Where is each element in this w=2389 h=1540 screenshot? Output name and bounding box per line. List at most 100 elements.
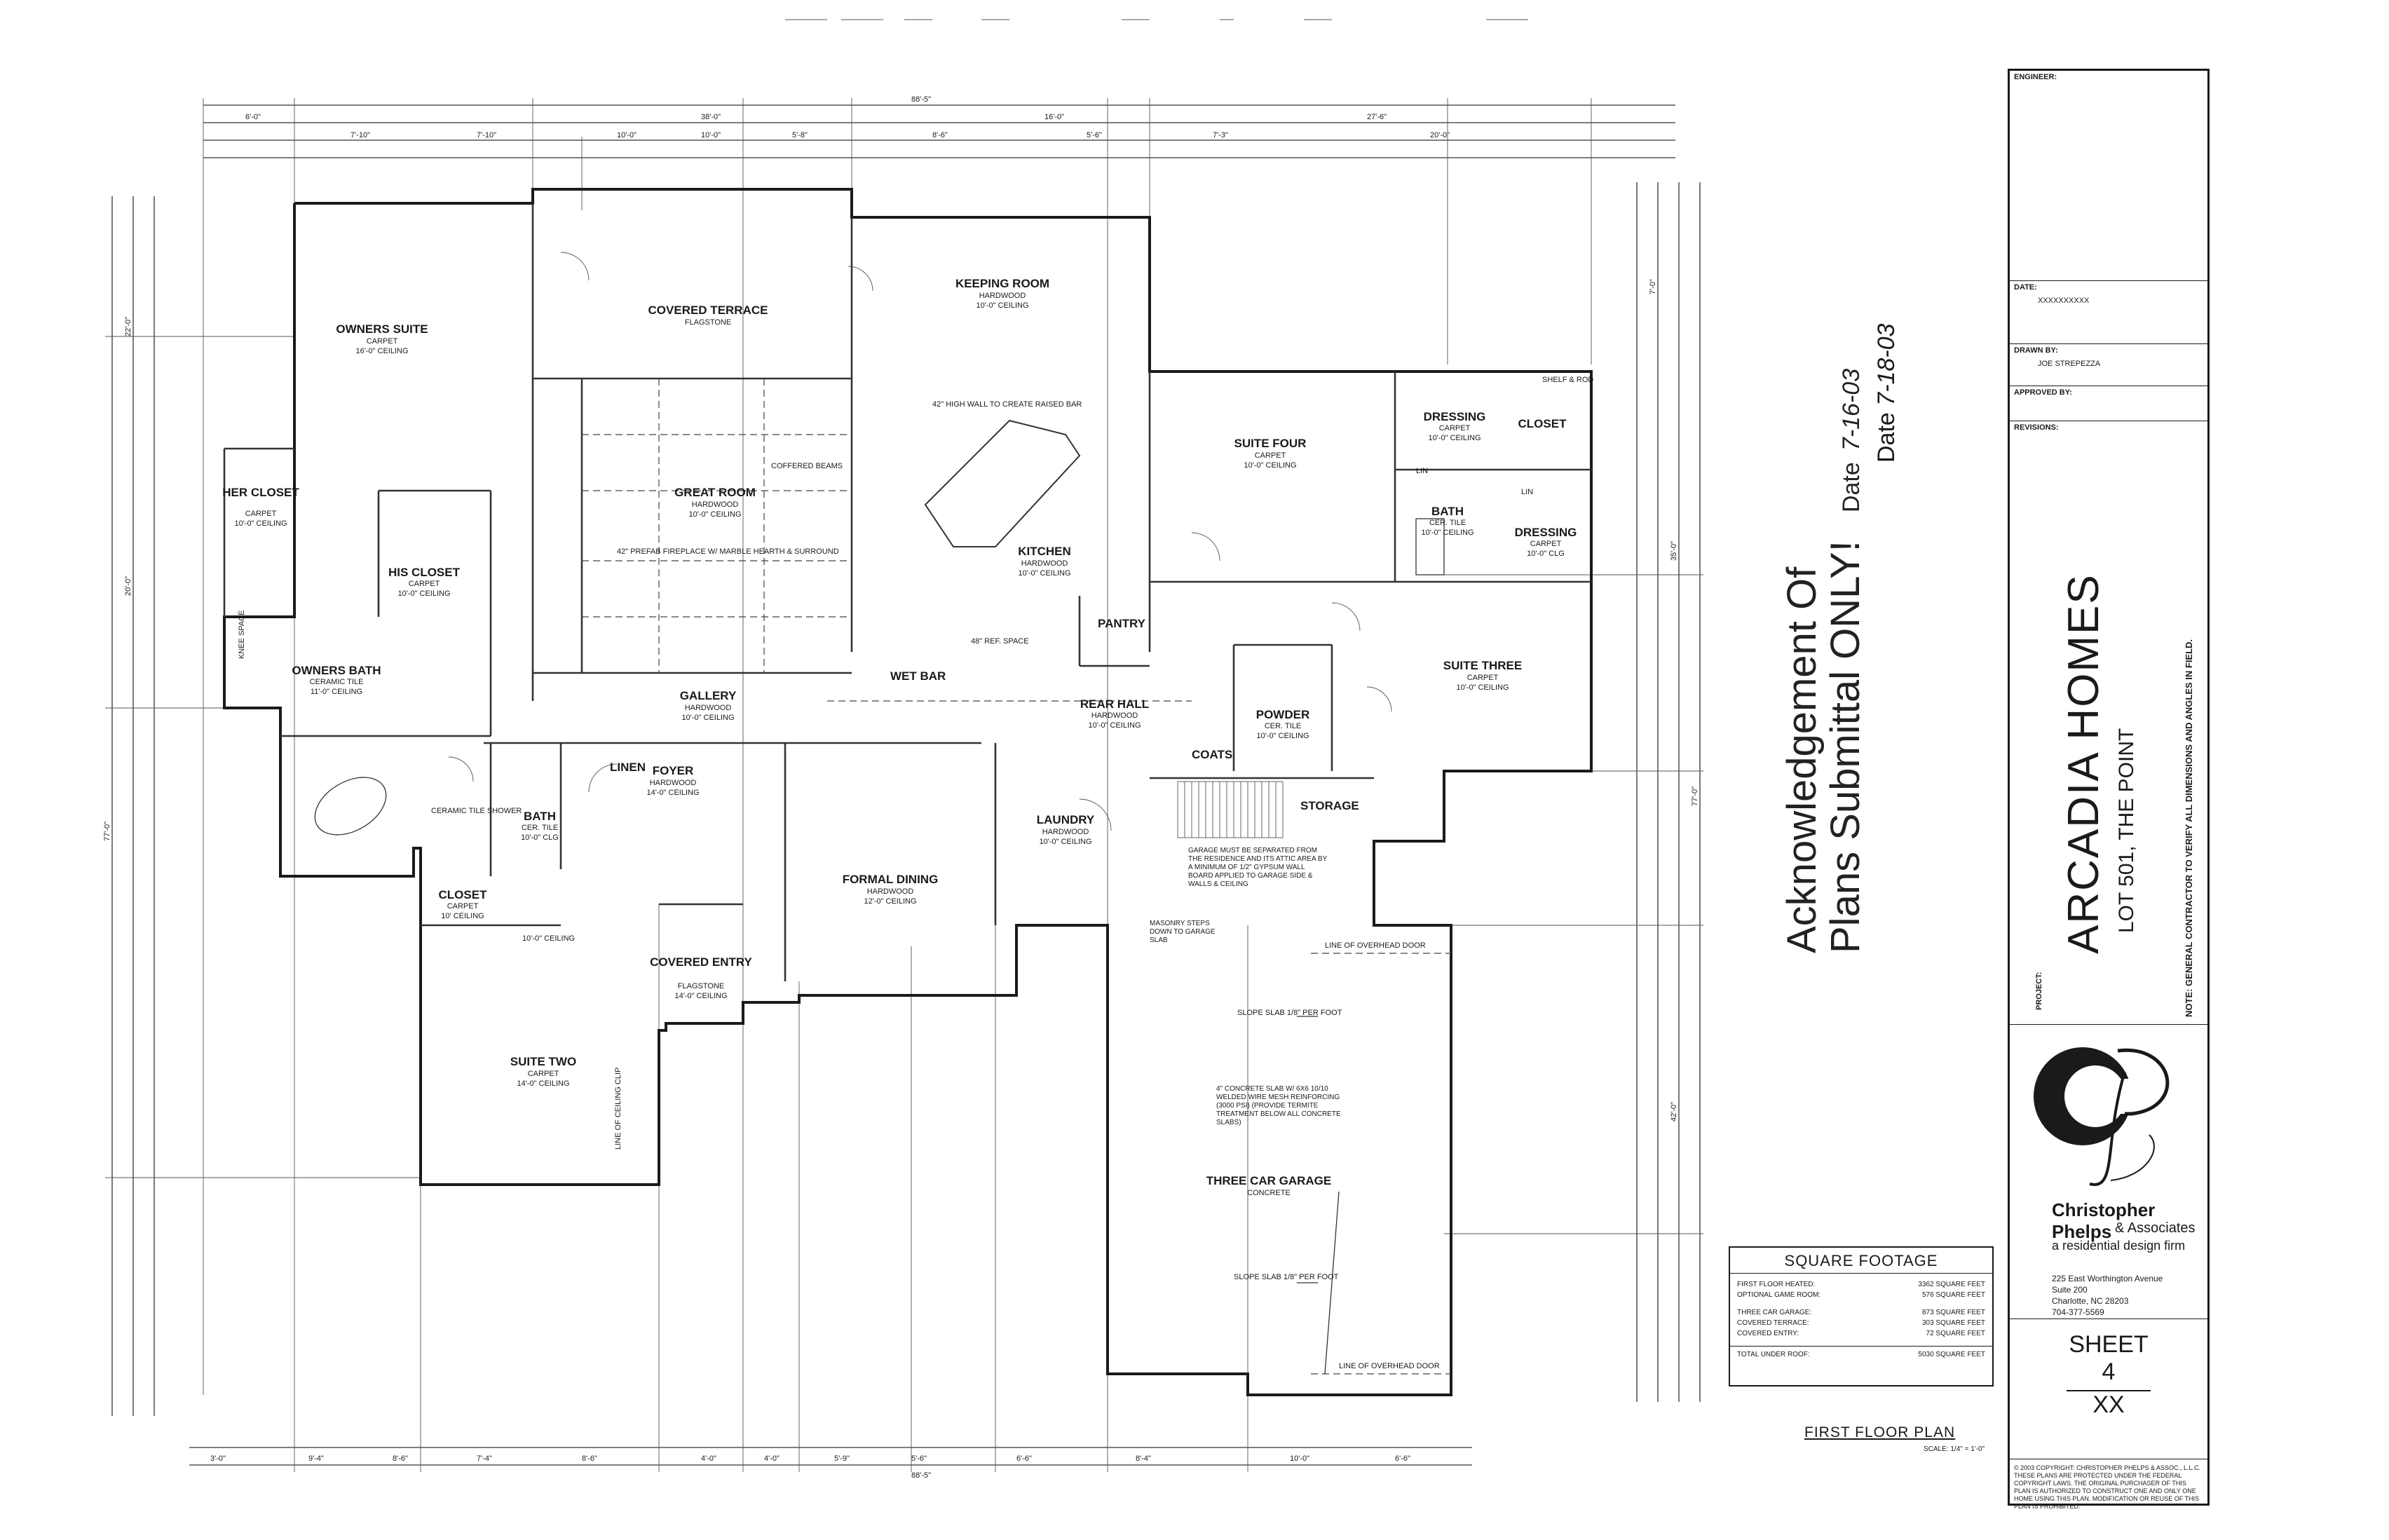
room-three-car-garage: THREE CAR GARAGE (1206, 1174, 1332, 1187)
room-labels: OWNERS SUITE CARPET 16'-0" CEILING COVER… (222, 277, 1577, 1197)
revisions-row: REVISIONS: (2010, 421, 2207, 470)
label-storage: STORAGE (1300, 799, 1359, 812)
sqft-label: OPTIONAL GAME ROOM: (1737, 1291, 1821, 1299)
dim-right: 42'-0" (1670, 1102, 1678, 1122)
ack-date-label: Date (1873, 412, 1900, 463)
room-ceiling: 10'-0" CEILING (1456, 683, 1509, 692)
room-floor: CONCRETE (1247, 1189, 1291, 1197)
project-label: PROJECT: (2035, 972, 2043, 1010)
sqft-row: OPTIONAL GAME ROOM:576 SQUARE FEET (1730, 1290, 1992, 1300)
label-lin: LIN (1521, 488, 1533, 496)
room-ceiling: 10'-0" CLG (1527, 550, 1565, 558)
drawn-by-value: JOE STREPEZZA (2038, 360, 2101, 368)
sqft-value: 5030 SQUARE FEET (1918, 1351, 1985, 1358)
room-floor: HARDWOOD (867, 887, 914, 896)
room-great-room: GREAT ROOM (674, 486, 756, 499)
approved-by-row: APPROVED BY: (2010, 386, 2207, 421)
label-knee-space: KNEE SPACE (238, 611, 246, 660)
dim-left: 22'-0" (124, 317, 132, 336)
firm-logo-area: Christopher Phelps & Associates a reside… (2010, 1024, 2207, 1319)
room-his-closet: HIS CLOSET (388, 566, 461, 579)
room-floor: HARDWOOD (979, 292, 1026, 300)
address-line: Suite 200 (2052, 1285, 2088, 1295)
room-floor: CARPET (1467, 674, 1499, 682)
firm-name: Christopher Phelps (2052, 1199, 2156, 1242)
room-ceiling: 10'-0" CEILING (688, 510, 741, 519)
room-floor: FLAGSTONE (685, 318, 731, 327)
room-covered-terrace: COVERED TERRACE (648, 304, 768, 317)
dim-top-detail: 8'-6" (932, 131, 948, 139)
room-rear-hall: REAR HALL (1080, 697, 1149, 711)
sqft-label: TOTAL UNDER ROOF: (1737, 1351, 1810, 1358)
firm-logo-icon (2034, 1047, 2170, 1186)
firm-phone: 704-377-5569 (2052, 1307, 2104, 1317)
firm-assoc: & Associates (2115, 1220, 2196, 1236)
sqft-value: 873 SQUARE FEET (1921, 1309, 1985, 1316)
dim-right: 77'-0" (1691, 786, 1699, 806)
sqft-label: THREE CAR GARAGE: (1737, 1309, 1812, 1316)
room-owners-bath: OWNERS BATH (292, 664, 381, 677)
sheet-number-block: SHEET 4 XX (2010, 1318, 2207, 1459)
ack-line1: Acknowledgement Of (1779, 566, 1825, 953)
sqft-row: THREE CAR GARAGE: 873 SQUARE FEET (1730, 1307, 1992, 1318)
dim-right: 35'-0" (1670, 541, 1678, 561)
dim-bottom: 5'-9" (834, 1454, 850, 1463)
sqft-row: FIRST FLOOR HEATED:3362 SQUARE FEET (1730, 1279, 1992, 1290)
room-ceiling: 10'-0" CEILING (681, 714, 734, 722)
room-ceiling: 10'-0" CEILING (1421, 529, 1473, 537)
label-shelf-rod: SHELF & ROD (1542, 376, 1593, 384)
label-slab-note: 4" CONCRETE SLAB W/ 6X6 10/10 WELDED WIR… (1216, 1085, 1341, 1126)
engineer-row: ENGINEER: (2010, 71, 2207, 281)
firm-address: 225 East Worthington Avenue Suite 200 Ch… (2052, 1273, 2163, 1318)
room-floor: CARPET (1255, 451, 1286, 460)
sqft-row: TOTAL UNDER ROOF: 5030 SQUARE FEET (1730, 1346, 1992, 1360)
project-lot: LOT 501, THE POINT (2115, 728, 2138, 933)
dim-bottom: 7'-4" (477, 1454, 492, 1463)
sqft-value: 72 SQUARE FEET (1926, 1330, 1985, 1337)
ack-date-value: 7-16-03 (1838, 368, 1865, 451)
room-kitchen: KITCHEN (1018, 545, 1071, 558)
room-floor: HARDWOOD (1091, 711, 1138, 720)
room-suite-two: SUITE TWO (510, 1055, 576, 1068)
room-ceiling: 11'-0" CEILING (311, 688, 362, 696)
label-ceiling-clip: LINE OF CEILING CLIP (614, 1068, 622, 1150)
label-masonry-steps: MASONRY STEPS DOWN TO GARAGE SLAB (1150, 920, 1216, 944)
dim-top: 6'-0" (245, 113, 261, 121)
dim-top: 27'-6" (1367, 113, 1387, 121)
label-wet-bar: WET BAR (890, 669, 946, 683)
room-powder: POWDER (1256, 708, 1310, 721)
room-owners-suite: OWNERS SUITE (336, 322, 428, 336)
sqft-row: COVERED TERRACE:303 SQUARE FEET (1730, 1318, 1992, 1328)
room-floor: CER. TILE (1265, 722, 1301, 730)
room-dressing: DRESSING (1515, 526, 1577, 539)
room-ceiling: 10'-0" CEILING (1039, 838, 1091, 846)
room-suite-four: SUITE FOUR (1234, 437, 1307, 450)
label-coffered-beams: COFFERED BEAMS (771, 462, 843, 470)
room-ceiling: 10'-0" CEILING (234, 519, 287, 528)
ack-date-value: 7-18-03 (1873, 323, 1900, 406)
room-suite-three: SUITE THREE (1443, 659, 1522, 672)
room-covered-entry: COVERED ENTRY (650, 955, 752, 969)
room-floor: CARPET (245, 510, 277, 518)
floor-plan-drawing: 88'-5" 6'-0" 38'-0" 16'-0" 27'-6" 7'-10"… (103, 19, 1703, 1480)
room-keeping-room: KEEPING ROOM (955, 277, 1049, 290)
dim-top-detail: 5'-8" (792, 131, 808, 139)
label-ceiling: 10'-0" CEILING (522, 934, 575, 943)
address-line: 225 East Worthington Avenue (2052, 1274, 2163, 1283)
dim-bottom: 8'-6" (393, 1454, 408, 1463)
sqft-label: FIRST FLOOR HEATED: (1737, 1281, 1816, 1288)
label-overhead-door: LINE OF OVERHEAD DOOR (1325, 941, 1426, 950)
label-linen: LINEN (610, 761, 646, 774)
room-ceiling: 16'-0" CEILING (355, 347, 408, 355)
label-fireplace: 42" PREFAB FIREPLACE W/ MARBLE HEARTH & … (617, 547, 839, 556)
ack-date-label: Date (1838, 462, 1865, 513)
sqft-label: COVERED ENTRY: (1737, 1330, 1799, 1337)
dim-overall-bottom: 88'-5" (911, 1471, 931, 1480)
room-floor: CER. TILE (522, 824, 558, 832)
scale-note: SCALE: 1/4" = 1'-0" (1924, 1445, 1985, 1453)
room-bath: BATH (524, 810, 556, 823)
dim-top-detail: 7'-10" (477, 131, 496, 139)
dim-top-detail: 5'-6" (1087, 131, 1102, 139)
revisions-label: REVISIONS: (2014, 423, 2059, 432)
room-formal-dining: FORMAL DINING (843, 873, 939, 886)
